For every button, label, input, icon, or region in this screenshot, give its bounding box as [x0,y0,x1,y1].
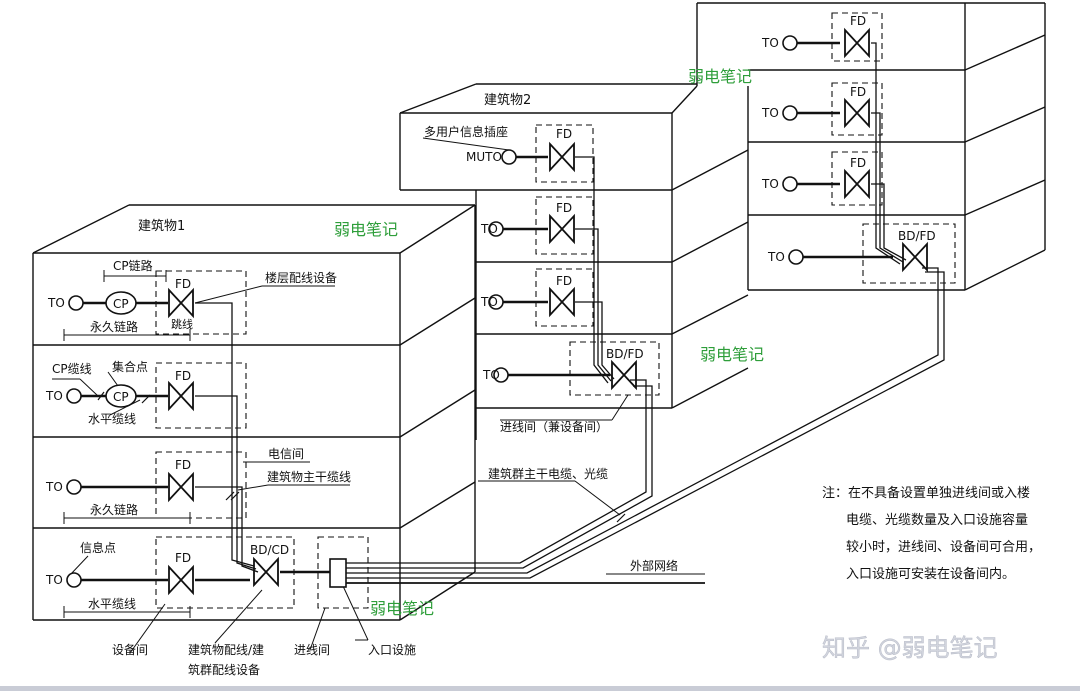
to-label: TO [480,295,498,309]
to-label: TO [45,389,63,403]
fd-label: FD [850,156,866,170]
note-line: 电缆、光缆数量及入口设施容量 [846,512,1028,528]
horizontal-cable-label: 水平缆线 [88,412,136,426]
permanent-link-label: 永久链路 [90,319,138,334]
fd-label: FD [175,277,191,291]
fd-label: FD [175,551,191,565]
cp-cable-label: CP缆线 [52,362,92,376]
platform-watermark: 知乎 @弱电笔记 [822,634,998,662]
watermark: 弱电笔记 [700,345,764,364]
entrance-room-label: 进线间 [294,643,330,657]
external-network-label: 外部网络 [630,558,678,573]
entrance-room-b2-label: 进线间（兼设备间） [500,420,608,434]
to-label: TO [45,480,63,494]
permanent-link-label: 永久链路 [90,502,138,517]
fd-label: FD [850,85,866,99]
entrance-facility-block [329,558,347,588]
equipment-room-label: 设备间 [112,643,148,657]
cp-devices [105,291,137,408]
entrance-facility-label: 入口设施 [368,643,416,657]
to-label: TO [45,573,63,587]
fd-label: FD [556,274,572,288]
campus-backbone-label: 建筑群主干电缆、光缆 [488,466,608,481]
bd-fd-label: BD/FD [606,347,644,361]
fd-label: FD [850,14,866,28]
cp-label: CP [113,390,129,404]
to-label: TO [480,222,498,236]
muto-label: MUTO [466,150,502,164]
to-label: TO [767,250,785,264]
building-2 [399,83,749,440]
to-label: TO [482,368,500,382]
connectors [168,29,928,594]
to-label: TO [47,296,65,310]
building-1-title: 建筑物1 [138,218,185,234]
cp-link-label: CP链路 [113,258,153,273]
bd-cd-caption: 建筑物配线/建 [188,642,264,657]
bd-cd-label: BD/CD [250,543,289,557]
note-line: 较小时，进线间、设备间可合用， [846,539,1041,555]
bd-fd-label: BD/FD [898,229,936,243]
leader-lines [52,137,705,654]
cabling [81,41,945,584]
fd-label: FD [556,201,572,215]
floor-distributor-label: 楼层配线设备 [265,270,337,285]
multi-user-outlet-label: 多用户信息插座 [424,124,508,139]
to-label: TO [761,177,779,191]
backbone-cable-label: 建筑物主干缆线 [267,469,351,484]
building-2-title: 建筑物2 [484,92,531,108]
building-3 [696,2,1046,291]
consolidation-point-label: 集合点 [112,359,148,374]
cp-label: CP [113,297,129,311]
info-point-label: 信息点 [80,540,116,555]
telecom-room-label: 电信间 [268,447,304,461]
outlets [66,35,804,588]
to-label: TO [761,36,779,50]
note-line: 注：在不具备设置单独进线间或入楼 [822,485,1030,501]
bd-cd-caption: 筑群配线设备 [188,662,260,677]
fd-label: FD [556,127,572,141]
note-line: 入口设施可安装在设备间内。 [846,566,1015,582]
bottom-strip [0,686,1080,691]
building-1 [32,204,476,621]
jumper-label: 跳线 [171,317,193,331]
watermark: 弱电笔记 [334,220,398,239]
equipment-boxes [155,12,956,609]
to-label: TO [761,106,779,120]
fd-label: FD [175,369,191,383]
watermark: 弱电笔记 [370,599,434,618]
fd-label: FD [175,458,191,472]
watermark: 弱电笔记 [688,67,752,86]
horizontal-cable-label: 水平缆线 [88,597,136,611]
